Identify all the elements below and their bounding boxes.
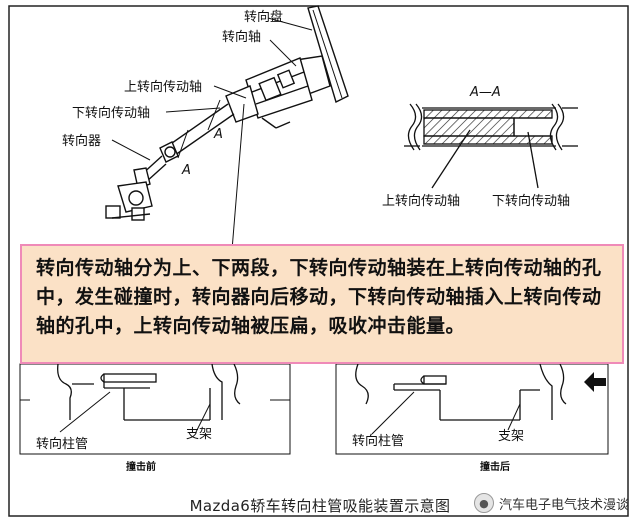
label-column-tube-left: 转向柱管 [36,436,88,452]
wechat-logo-icon: ● [473,493,494,513]
watermark: ● 汽车电子电气技术漫谈 [473,493,629,513]
label-column-tube-right: 转向柱管 [352,433,404,449]
label-bracket-right: 支架 [498,429,524,444]
label-section-a1: A [213,127,223,142]
label-section-title: A—A [469,85,501,100]
label-after-impact: 撞击后 [480,460,510,473]
before-impact-diagram [19,363,291,455]
impact-arrow-icon [584,372,606,392]
label-before-impact: 撞击前 [126,460,156,473]
label-section-a2: A [181,163,191,178]
label-lower-drive-shaft: 下转向传动轴 [72,105,150,121]
label-steering-shaft: 转向轴 [222,29,261,45]
after-impact-diagram [335,363,609,455]
watermark-text: 汽车电子电气技术漫谈 [498,497,629,513]
label-steering-gear: 转向器 [62,133,101,149]
label-steering-wheel: 转向盘 [244,9,283,25]
section-a-a-detail [404,103,578,189]
label-bracket-left: 支架 [186,427,212,442]
label-detail-lower: 下转向传动轴 [492,193,570,209]
label-upper-drive-shaft: 上转向传动轴 [124,79,202,95]
steering-column-assembly [105,5,349,251]
explanation-callout: 转向传动轴分为上、下两段，下转向传动轴装在上转向传动轴的孔中，发生碰撞时，转向器… [20,244,624,364]
figure-caption: Mazda6轿车转向柱管吸能装置示意图 [189,497,451,515]
label-detail-upper: 上转向传动轴 [382,193,460,209]
